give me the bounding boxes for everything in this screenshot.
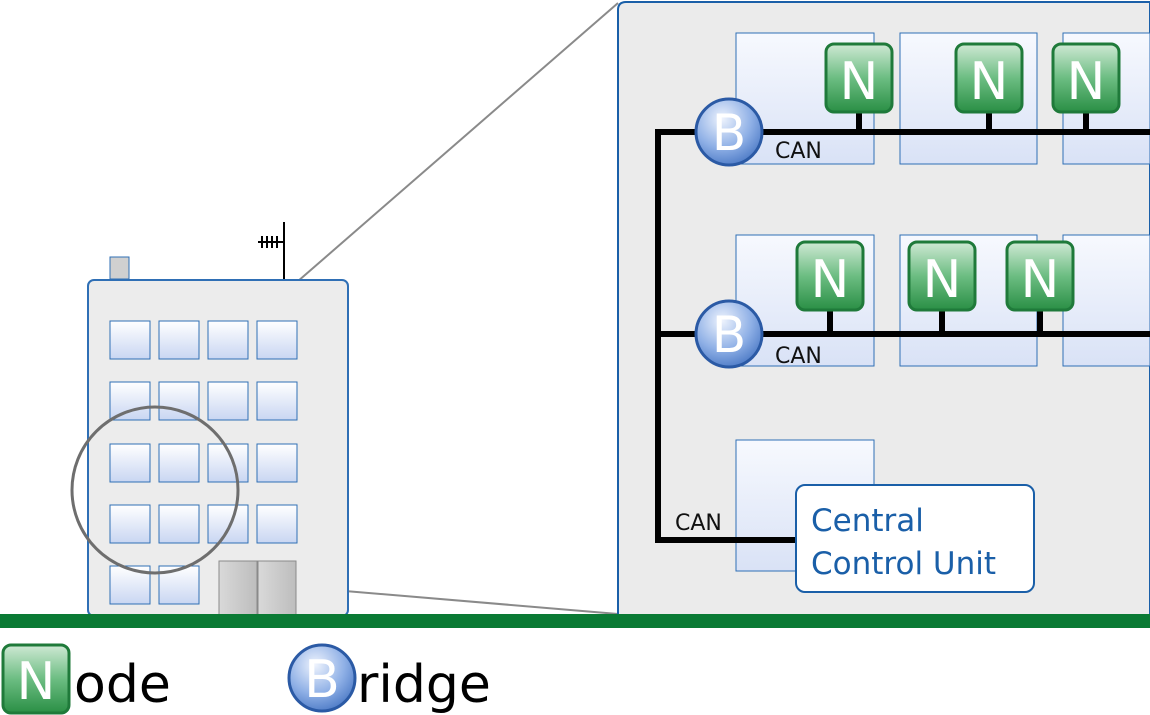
can-label-3: CAN xyxy=(675,511,722,536)
room xyxy=(1062,234,1150,367)
node-letter: N xyxy=(811,250,850,310)
building xyxy=(70,222,349,617)
node-letter: N xyxy=(1021,250,1060,310)
window xyxy=(158,443,200,483)
node: N xyxy=(824,42,894,114)
window xyxy=(109,381,151,421)
node-stubs xyxy=(827,112,1089,334)
legend-node-text: ode xyxy=(74,655,171,715)
window xyxy=(109,443,151,483)
window xyxy=(256,504,298,544)
ground-line xyxy=(0,614,1150,628)
node-icon xyxy=(1051,42,1121,114)
control-unit-line-2: Control Unit xyxy=(811,546,996,582)
window xyxy=(207,320,249,360)
window xyxy=(256,320,298,360)
central-control-unit: Central Control Unit xyxy=(795,484,1035,593)
zoom-circle xyxy=(70,405,240,575)
window xyxy=(158,504,200,544)
control-unit-line-1: Central xyxy=(811,503,924,539)
door-left xyxy=(218,560,258,617)
legend-node-letter: N xyxy=(17,652,56,712)
window xyxy=(256,381,298,421)
bridge-icon xyxy=(287,643,357,713)
legend-bridge-letter: B xyxy=(304,650,340,710)
bridge-icon xyxy=(694,299,764,369)
window xyxy=(158,320,200,360)
node: N xyxy=(795,240,865,312)
window xyxy=(207,381,249,421)
node-icon xyxy=(1005,240,1075,312)
door-right xyxy=(257,560,297,617)
legend-bridge: B ridge xyxy=(287,643,491,715)
window xyxy=(109,320,151,360)
legend-bridge-text: ridge xyxy=(357,655,491,715)
node-icon xyxy=(954,42,1024,114)
can-label-1: CAN xyxy=(775,139,822,164)
node: N xyxy=(907,240,977,312)
chimney xyxy=(109,256,130,280)
can-label-2: CAN xyxy=(775,344,822,369)
bridge: B xyxy=(694,97,764,167)
node-letter: N xyxy=(1067,52,1106,112)
window xyxy=(158,381,200,421)
window xyxy=(207,504,249,544)
node: N xyxy=(1051,42,1121,114)
antenna-icon xyxy=(258,222,285,280)
node-icon xyxy=(824,42,894,114)
bridge-icon xyxy=(694,97,764,167)
node-icon xyxy=(1,643,71,715)
building-windows xyxy=(109,320,298,605)
bridge: B xyxy=(694,299,764,369)
window xyxy=(256,443,298,483)
window xyxy=(109,504,151,544)
bridge-letter: B xyxy=(712,104,746,162)
bridge-letter: B xyxy=(712,306,746,364)
node-icon xyxy=(795,240,865,312)
node: N xyxy=(954,42,1024,114)
legend-node: N ode xyxy=(1,643,171,715)
node-icon xyxy=(907,240,977,312)
node-letter: N xyxy=(840,52,879,112)
node-letter: N xyxy=(923,250,962,310)
node-letter: N xyxy=(970,52,1009,112)
bridges: BB xyxy=(694,97,764,369)
node: N xyxy=(1005,240,1075,312)
